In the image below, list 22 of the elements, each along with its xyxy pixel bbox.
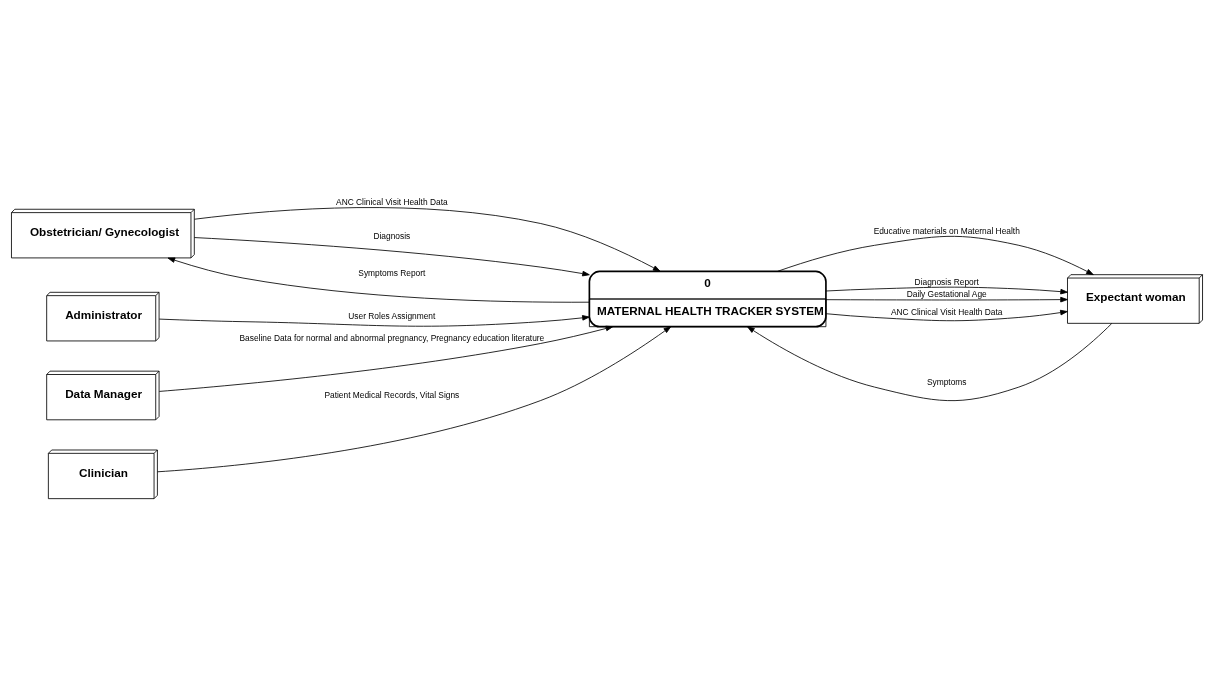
edge-label: Daily Gestational Age xyxy=(906,288,987,299)
edge-label: Symptoms xyxy=(926,376,967,387)
arrow xyxy=(167,256,590,303)
arrow xyxy=(825,296,1068,302)
edge-label: ANC Clinical Visit Health Data xyxy=(336,196,448,207)
edge-label: User Roles Assignment xyxy=(348,310,436,321)
edge-label: Educative materials on Maternal Health xyxy=(873,225,1020,236)
arrow xyxy=(158,325,614,392)
arrow xyxy=(194,206,661,272)
arrow xyxy=(825,309,1068,321)
arrow xyxy=(194,236,590,276)
arrow xyxy=(158,314,590,327)
arrow xyxy=(157,325,672,472)
arrow xyxy=(747,322,1113,401)
edge-label: Diagnosis xyxy=(373,230,411,241)
arrow xyxy=(825,286,1068,294)
edge-label: Patient Medical Records, Vital Signs xyxy=(324,389,460,400)
edge-label: Baseline Data for normal and abnormal pregnancy, Pregnancy education literature xyxy=(239,332,545,343)
edge-label: Symptoms Report xyxy=(358,267,426,278)
edge-label: ANC Clinical Visit Health Data xyxy=(890,306,1003,317)
edge-label: Diagnosis Report xyxy=(914,276,979,287)
arrow xyxy=(777,235,1094,275)
